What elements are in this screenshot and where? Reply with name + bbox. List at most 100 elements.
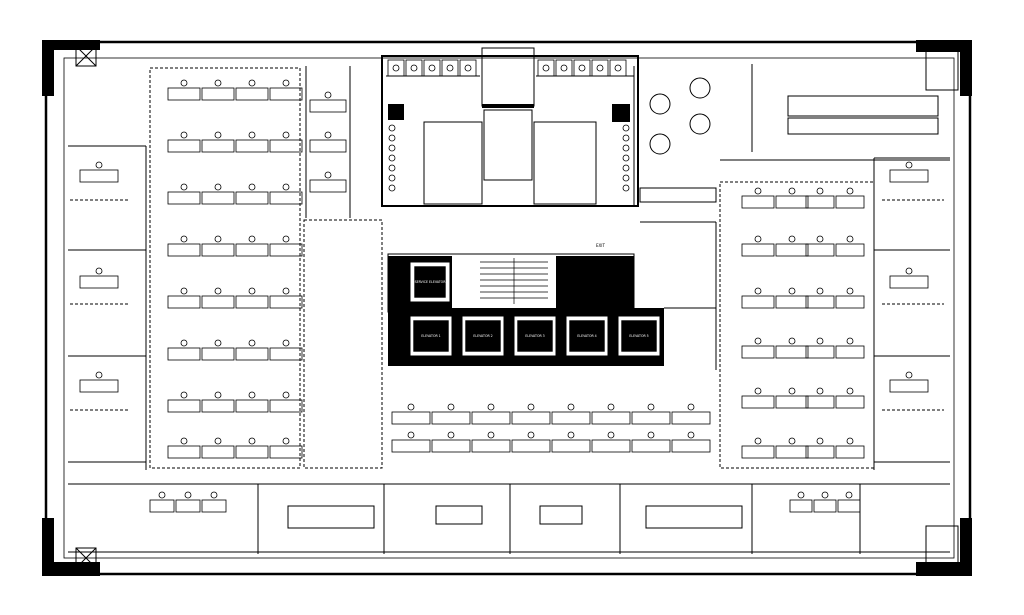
duct-ne — [612, 104, 630, 122]
desk — [741, 243, 775, 257]
bench-desk — [591, 439, 631, 453]
chair-icon — [324, 91, 332, 99]
desk — [201, 87, 235, 101]
desk — [741, 395, 775, 409]
chair-icon — [788, 437, 796, 445]
desk — [835, 445, 865, 459]
pantry-counter — [639, 187, 717, 203]
desk — [201, 191, 235, 205]
desk — [269, 347, 303, 361]
service-elevator: SERVICE ELEVATOR — [409, 261, 451, 303]
workstation-zone-right — [719, 181, 875, 469]
bench-desk — [471, 439, 511, 453]
chair-icon — [816, 337, 824, 345]
chair-icon — [214, 287, 222, 295]
chair-icon — [567, 403, 575, 411]
desk — [835, 395, 865, 409]
restroom-stall — [573, 59, 591, 77]
desk — [805, 345, 835, 359]
desk — [235, 445, 269, 459]
chair-icon — [487, 431, 495, 439]
service-elevator-label: SERVICE ELEVATOR — [415, 280, 447, 284]
desk — [201, 499, 227, 513]
restroom-stall — [555, 59, 573, 77]
elevator-car-1: ELEVATOR 1 — [409, 315, 453, 357]
chair-icon — [248, 183, 256, 191]
stair-box-nw — [75, 45, 97, 67]
chair-icon — [527, 403, 535, 411]
round-tables — [649, 77, 711, 155]
stair-treads — [480, 258, 548, 304]
bench-desk — [631, 439, 671, 453]
chair-icon — [248, 287, 256, 295]
bench-desk — [391, 411, 431, 425]
chair-icon — [248, 79, 256, 87]
desk — [235, 347, 269, 361]
desk — [269, 445, 303, 459]
desk — [775, 445, 809, 459]
chair-icon — [845, 491, 853, 499]
chair-icon — [846, 187, 854, 195]
desk — [201, 399, 235, 413]
chair-icon — [214, 391, 222, 399]
chair-icon — [282, 183, 290, 191]
conference-table-3 — [539, 505, 583, 525]
desk — [741, 445, 775, 459]
desk — [805, 295, 835, 309]
chair-icon — [816, 437, 824, 445]
chair-icon — [282, 131, 290, 139]
chair-icon — [447, 403, 455, 411]
conference-table-2 — [645, 505, 743, 529]
chair-icon — [214, 183, 222, 191]
chair-icon — [282, 79, 290, 87]
desk — [741, 195, 775, 209]
chair-icon — [248, 437, 256, 445]
chair-icon — [180, 391, 188, 399]
restroom-stalls — [387, 59, 630, 192]
restroom-stall — [405, 59, 423, 77]
chair-icon — [447, 431, 455, 439]
sink-icon — [622, 154, 630, 162]
chair-icon — [180, 235, 188, 243]
elevator-label: ELEVATOR 1 — [421, 334, 440, 338]
chair-icon — [821, 491, 829, 499]
elevator-car-4: ELEVATOR 4 — [565, 315, 609, 357]
chair-icon — [905, 161, 913, 169]
sink-icon — [622, 164, 630, 172]
desk — [201, 295, 235, 309]
workstation-pod-ne — [787, 95, 939, 117]
column-se — [916, 518, 972, 576]
workstation-zone-mid — [303, 219, 383, 469]
chair-icon — [95, 371, 103, 379]
workstation-zone-left — [149, 67, 301, 469]
bench-desk — [391, 439, 431, 453]
chair-icon — [788, 337, 796, 345]
desk — [235, 399, 269, 413]
desk — [175, 499, 201, 513]
chair-icon — [248, 391, 256, 399]
chair-icon — [754, 337, 762, 345]
column-nw — [42, 40, 100, 96]
sink-icon — [622, 134, 630, 142]
bench-desk — [511, 411, 551, 425]
office-desk — [79, 169, 119, 183]
chair-icon — [816, 235, 824, 243]
desk — [835, 295, 865, 309]
desk — [805, 243, 835, 257]
shaft-right — [533, 121, 597, 205]
shaft-center — [483, 109, 533, 181]
desk — [201, 243, 235, 257]
duct-nw — [388, 104, 404, 120]
chair-icon — [282, 287, 290, 295]
bench-desk — [671, 411, 711, 425]
shaft-left — [423, 121, 483, 205]
desk — [235, 295, 269, 309]
chair-icon — [816, 387, 824, 395]
chair-icon — [647, 403, 655, 411]
restroom-stall — [537, 59, 555, 77]
desk — [835, 195, 865, 209]
desk — [235, 87, 269, 101]
desk — [309, 179, 347, 193]
chair-icon — [647, 431, 655, 439]
sink-icon — [388, 164, 396, 172]
